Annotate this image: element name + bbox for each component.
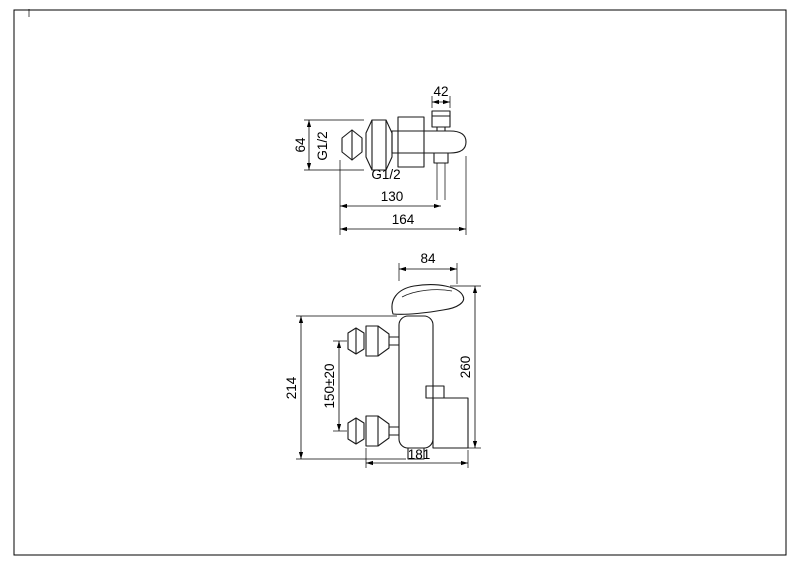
dim-214-label: 214 [284, 376, 299, 399]
front-lever-handle [391, 284, 465, 315]
dim-181-label: 181 [408, 447, 431, 462]
front-view-faucet-outline [347, 284, 469, 460]
side-escutcheon [365, 119, 393, 171]
dim-164-label: 164 [392, 212, 415, 227]
side-hose-outlet [433, 152, 449, 164]
dim-64: 64 [293, 119, 364, 171]
dim-64-label: 64 [293, 137, 308, 153]
dim-130-label: 130 [381, 189, 404, 204]
outlet-thread-label: G1/2 [371, 167, 400, 182]
front-lever-detail-line [401, 289, 453, 298]
side-cartridge [397, 116, 425, 168]
dim-84-label: 84 [420, 251, 436, 266]
side-body [391, 130, 467, 154]
dim-130: 130 [339, 160, 441, 235]
dim-150: 150±20 [322, 340, 347, 432]
dim-260-label: 260 [458, 356, 473, 379]
dim-164: 164 [340, 156, 467, 235]
side-diverter-knob [431, 110, 451, 128]
front-spout [432, 397, 469, 449]
dim-42-label: 42 [433, 84, 448, 99]
front-body [398, 315, 434, 449]
dim-42: 42 [431, 84, 451, 108]
dim-214: 214 [284, 315, 406, 460]
dim-260: 260 [450, 285, 481, 449]
dim-84: 84 [398, 251, 458, 284]
front-hose-outlet [407, 447, 425, 460]
front-view: 84 214 150±20 260 [284, 251, 481, 468]
side-view: 42 64 G1/2 G1/2 130 [293, 84, 467, 235]
dim-150-label: 150±20 [322, 364, 337, 409]
dim-181: 181 [365, 447, 469, 468]
inlet-thread-label: G1/2 [315, 131, 330, 160]
page-frame [13, 9, 787, 556]
side-view-faucet-outline [341, 110, 467, 171]
front-diverter-plate [425, 385, 445, 399]
